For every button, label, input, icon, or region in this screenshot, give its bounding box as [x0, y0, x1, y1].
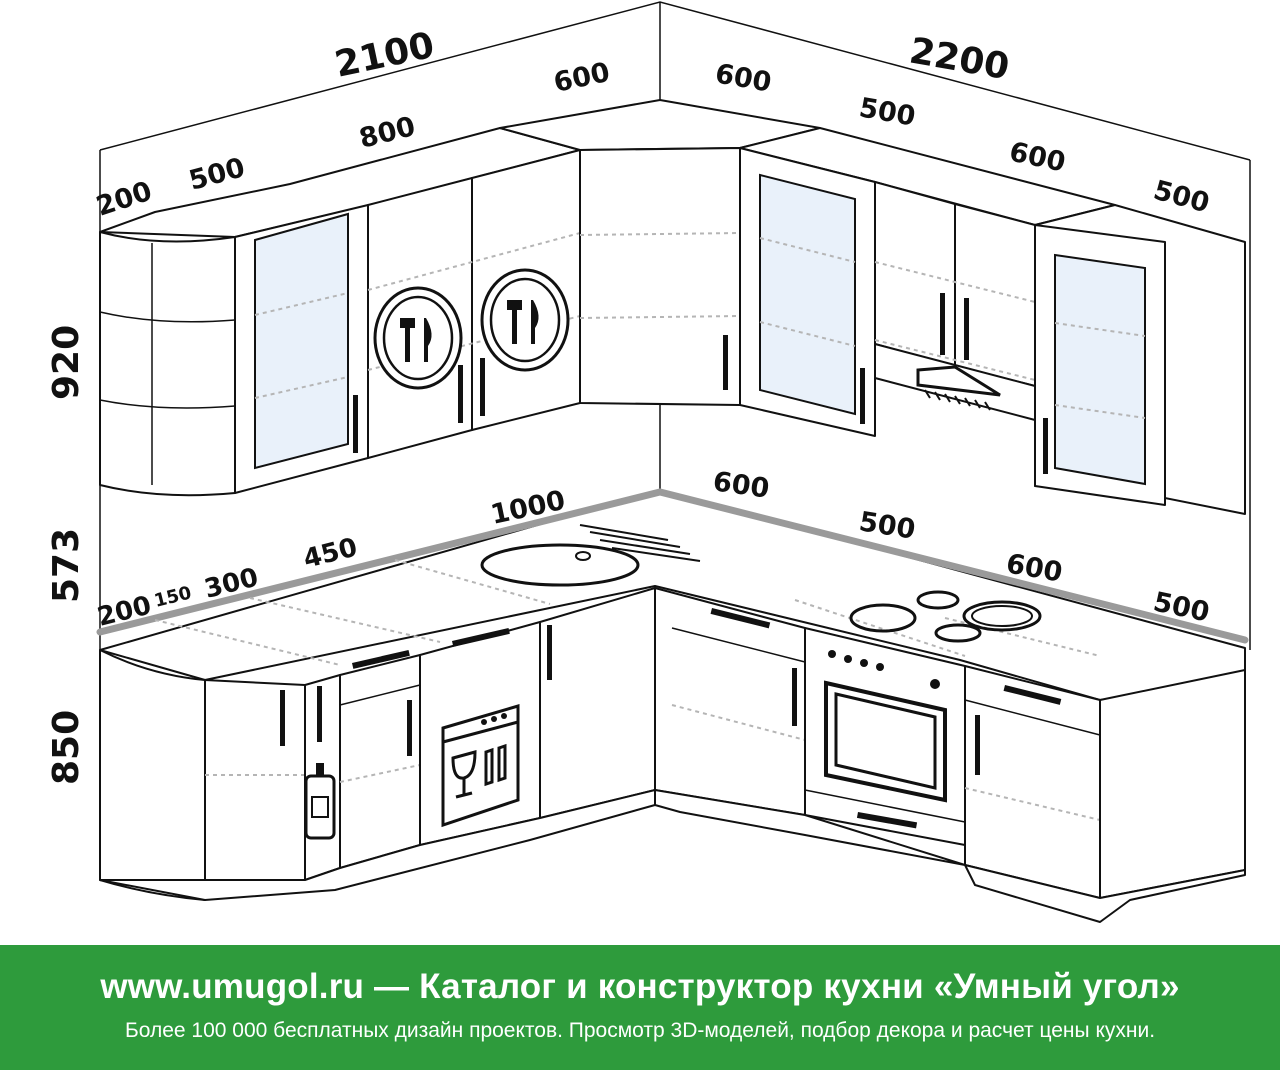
upper-right-cabinets: [739, 127, 1246, 515]
bottle-icon: [304, 763, 336, 840]
hob-icon: [849, 590, 1042, 643]
footer-banner: www.umugol.ru — Каталог и конструктор ку…: [0, 945, 1280, 1070]
dim-lower-right-1: 600: [711, 466, 771, 505]
dim-upper-right-1: 600: [713, 58, 774, 98]
dim-upper-right-4: 500: [1150, 175, 1212, 220]
upper-corner-cabinet: [499, 99, 821, 406]
upper-glass-cabinet: [739, 147, 876, 437]
dim-height-lower: 850: [46, 710, 87, 785]
dim-upper-right-total: 2200: [906, 30, 1012, 88]
lower-left-cabinets: [99, 587, 656, 901]
range-hood-icon: [916, 365, 1001, 411]
kitchen-diagram: 2100 2200 200 500 800 600 600 500 600 50…: [46, 1, 1251, 923]
sink-icon: [480, 524, 701, 587]
dim-lower-right-4: 500: [1151, 587, 1213, 629]
upper-left-cabinets: [99, 127, 581, 497]
open-corner-shelf: [99, 231, 236, 497]
upper-cabinet-800: [367, 149, 581, 459]
upper-glass-cabinet: [234, 204, 369, 494]
dim-upper-left-3: 800: [356, 111, 418, 155]
dim-upper-left-2: 500: [186, 152, 248, 197]
upper-hood-cabinet: [874, 181, 1036, 421]
dim-height-gap: 573: [46, 528, 87, 603]
cutlery-plate-icon: [373, 286, 463, 390]
dim-height-upper: 920: [46, 325, 87, 400]
footer-title[interactable]: www.umugol.ru — Каталог и конструктор ку…: [100, 967, 1180, 1006]
upper-glass-cabinet: [1034, 204, 1246, 515]
cutlery-plate-icon: [480, 268, 570, 372]
dim-lower-right-2: 500: [857, 506, 918, 545]
dim-lower-left-1: 200: [94, 591, 154, 633]
dim-upper-right-2: 500: [857, 92, 918, 132]
footer-subtitle: Более 100 000 бесплатных дизайн проектов…: [124, 1019, 1156, 1042]
dim-upper-right-3: 600: [1007, 137, 1069, 179]
oven-icon: [824, 650, 947, 803]
dishwasher-icon: [441, 703, 520, 828]
dim-upper-left-total: 2100: [331, 25, 438, 86]
lower-right-cabinets: [654, 587, 1246, 923]
dim-upper-left-4: 600: [551, 57, 613, 99]
